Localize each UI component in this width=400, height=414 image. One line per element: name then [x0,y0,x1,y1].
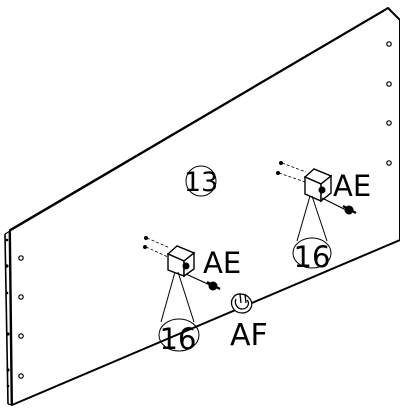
label-ae-left: AE [203,246,241,280]
panel-edge-top [4,10,385,235]
bracket-left-leaders [158,271,200,352]
bracket-left [143,236,221,291]
edge-holes-right [386,41,392,166]
edge-holes-left [18,255,24,379]
label-af: AF [230,318,268,353]
part-number-13-callout: 13 [184,165,218,198]
edge-pins-left [5,238,10,388]
bracket-right [276,161,357,215]
part-number-13: 13 [184,167,218,198]
qty-16-right: 16 [294,240,331,274]
label-ae-right: AE [333,169,371,203]
panel-face [9,7,400,406]
clip-af [230,293,253,314]
bracket-right-leaders [292,195,332,269]
panel-thickness-line [8,230,12,406]
panel-edge-left [4,233,9,405]
panel [4,7,400,406]
qty-16-left: 16 [160,322,197,356]
